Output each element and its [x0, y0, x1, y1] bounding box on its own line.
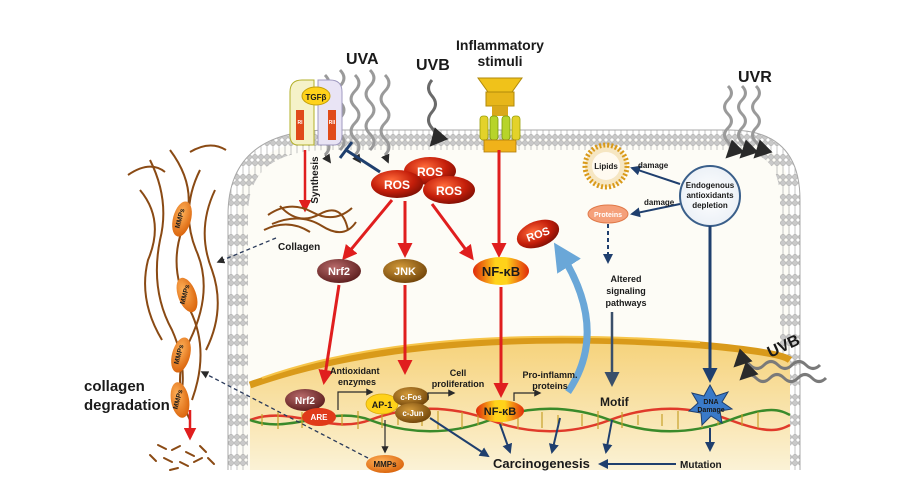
- inflammatory-label-line1: Inflammatory: [456, 37, 544, 53]
- inflammatory-label-line2: stimuli: [477, 53, 522, 69]
- nfkb-label: NF-κB: [482, 264, 520, 279]
- dna-damage-star: [687, 383, 734, 427]
- inhibition-line: [345, 148, 381, 174]
- antioxidant-label-1: Antioxidant: [330, 366, 380, 376]
- degradation-label-1: collagen: [84, 378, 145, 395]
- nuclear-envelope: [248, 336, 793, 389]
- uva-label: UVA: [346, 51, 379, 68]
- cell-label-2: proliferation: [432, 379, 485, 389]
- dna-damage-label-2: Damage: [697, 407, 724, 414]
- cfos-node: [393, 387, 429, 407]
- uvr-label: UVR: [738, 69, 772, 86]
- are-label: ARE: [311, 413, 329, 422]
- dna-helix: [249, 407, 791, 433]
- proinflam-label-1: Pro-inflamm.: [522, 370, 577, 380]
- ros-cluster: [371, 157, 475, 204]
- rii-label: RII: [329, 120, 336, 126]
- mmps-node-2: [176, 277, 198, 313]
- proteins-node: [587, 204, 629, 224]
- mmps-nuclear-node: [366, 455, 404, 473]
- degradation-label-2: degradation: [84, 397, 170, 414]
- lipids-label: Lipids: [594, 162, 618, 171]
- dna-damage-label-1: DNA: [703, 399, 718, 406]
- cjun-label: c-Jun: [402, 409, 423, 418]
- nfkb-node: [473, 257, 529, 285]
- damage-arrows: [630, 165, 681, 218]
- cfos-label: c-Fos: [400, 393, 422, 402]
- antioxidant-arrow: [337, 388, 374, 410]
- uvb-ray-top: [427, 79, 449, 147]
- synthesis-label: Synthesis: [310, 156, 321, 204]
- proteins-label: Proteins: [594, 212, 622, 219]
- collagen-fragments-icon: [149, 444, 215, 471]
- mmps-node-3: [171, 337, 191, 373]
- carcinogenesis-arrows: [429, 417, 676, 469]
- uvb-top-label: UVB: [416, 57, 450, 74]
- downstream-red-arrows: [318, 284, 509, 398]
- cell-label-1: Cell: [450, 368, 467, 378]
- antioxidant-label-2: enzymes: [338, 377, 376, 387]
- lipid-vesicle-icon: [582, 142, 630, 190]
- ri-label: RI: [298, 120, 304, 126]
- mmps-node-4: [170, 382, 190, 418]
- jnk-node: [383, 259, 427, 283]
- ap1-label: AP-1: [372, 400, 393, 410]
- tgfb-label: TGFβ: [306, 93, 327, 102]
- ros-label-3: ROS: [436, 184, 462, 198]
- altered-label-2: signaling: [606, 286, 646, 296]
- ros-label-1: ROS: [417, 165, 443, 179]
- motif-label: Motif: [600, 395, 630, 409]
- ros-label-2: ROS: [384, 178, 410, 192]
- nfkb-nuclear-node: [476, 400, 524, 422]
- uvr-rays: [723, 84, 773, 159]
- nrf2-node: [317, 259, 361, 283]
- endo-label-3: depletion: [692, 201, 728, 210]
- collagen-label: Collagen: [278, 242, 320, 253]
- nrf2-nuclear-node: [285, 389, 325, 411]
- altered-label-1: Altered: [610, 274, 641, 284]
- tgfb-receptor-icon: [289, 79, 343, 146]
- ap1-node: [365, 393, 399, 415]
- proinflam-label-2: proteins: [532, 381, 568, 391]
- collagen-dashed-connector: [216, 237, 277, 264]
- nrf2-label: Nrf2: [328, 266, 350, 278]
- endo-label-2: antioxidants: [686, 191, 734, 200]
- mmps-dashed-connector: [200, 371, 369, 459]
- uvb-right-rays: [733, 348, 828, 383]
- altered-label-3: pathways: [605, 298, 646, 308]
- mmps-node-1: [172, 201, 192, 237]
- damage-label-2: damage: [644, 198, 675, 207]
- mutation-label: Mutation: [680, 460, 722, 471]
- inflammatory-receptor-icon: [477, 77, 523, 153]
- ros-red-arrows: [342, 150, 507, 261]
- mmps-nuclear-label: MMPs: [373, 460, 397, 469]
- jnk-label: JNK: [394, 266, 416, 278]
- feedback-arrow: [553, 242, 591, 394]
- carcinogenesis-label: Carcinogenesis: [493, 456, 590, 471]
- cjun-node: [395, 403, 431, 423]
- nfkb-nuclear-label: NF-κB: [484, 406, 516, 418]
- endo-label-1: Endogenous: [686, 181, 735, 190]
- are-node: [302, 408, 336, 426]
- nrf2-nuclear-label: Nrf2: [295, 396, 315, 407]
- damage-label-1: damage: [638, 161, 669, 170]
- collagen-fibers-icon: [263, 205, 357, 233]
- proinflam-arrow: [513, 389, 542, 401]
- ros-feedback-node: [516, 219, 560, 249]
- cell-proliferation-arrow: [427, 389, 456, 400]
